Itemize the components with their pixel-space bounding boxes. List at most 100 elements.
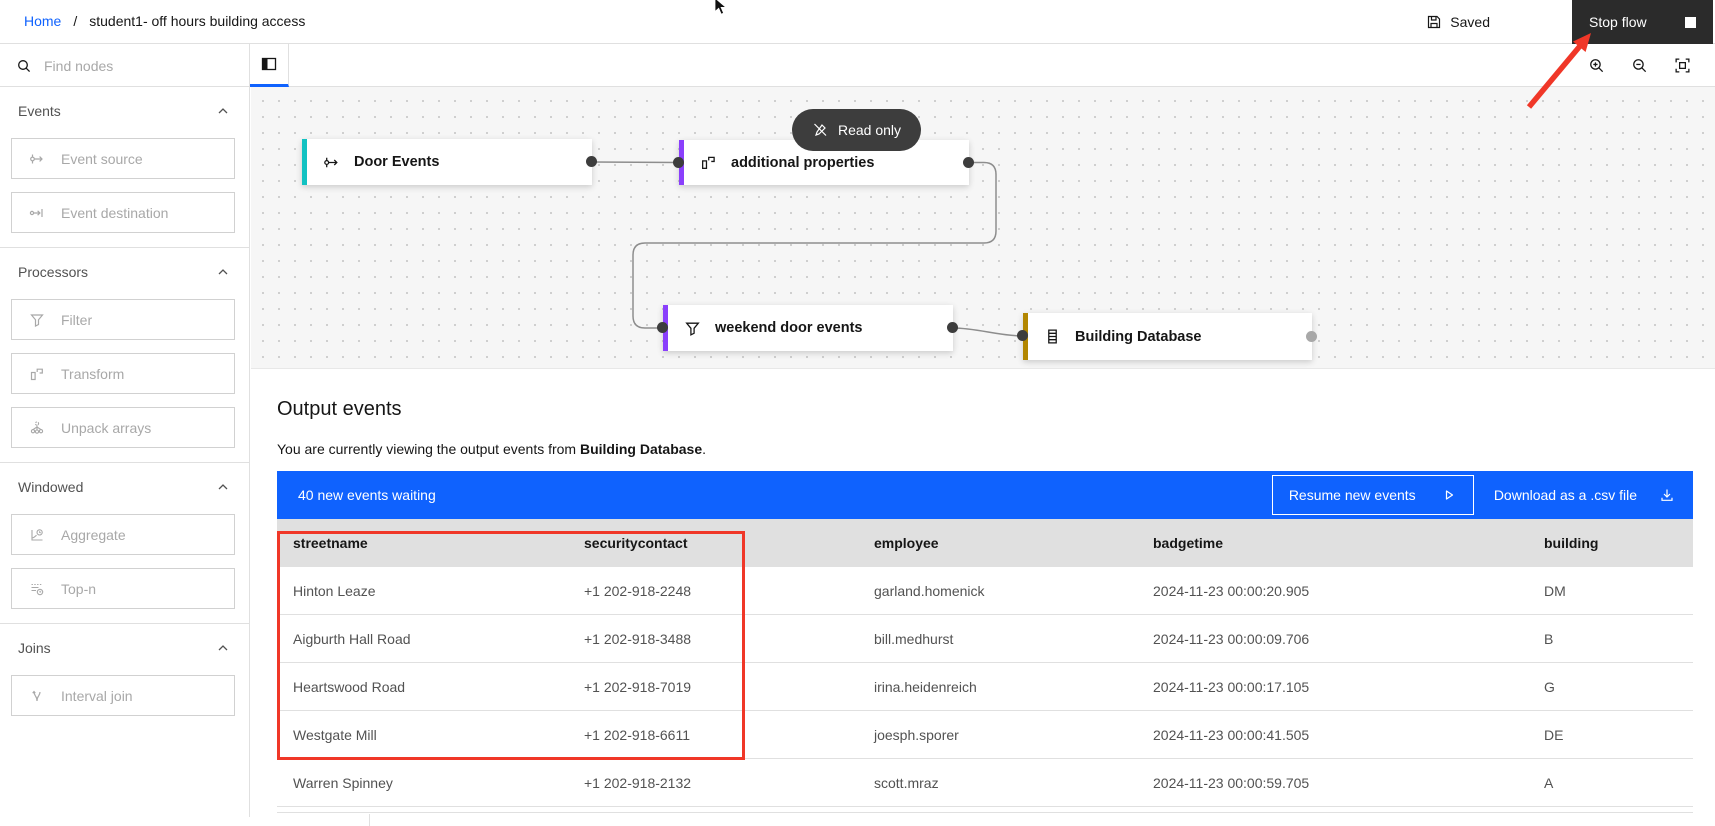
edge-properties-to-filter: [632, 161, 997, 329]
subtitle-prefix: You are currently viewing the output eve…: [277, 441, 580, 457]
zoom-in-icon[interactable]: [1588, 57, 1605, 74]
column-header-securitycontact[interactable]: securitycontact: [584, 535, 688, 551]
table-row: Hinton Leaze +1 202-918-2248 garland.hom…: [277, 567, 1693, 615]
port-building-database-out[interactable]: [1306, 331, 1317, 342]
palette-item-unpack-arrays[interactable]: Unpack arrays: [11, 407, 235, 448]
filter-icon: [29, 312, 45, 328]
palette-item-filter[interactable]: Filter: [11, 299, 235, 340]
stop-flow-button[interactable]: Stop flow: [1572, 0, 1713, 44]
section-label: Joins: [18, 640, 51, 656]
port-door-events-out[interactable]: [586, 156, 597, 167]
table-row: Aigburth Hall Road +1 202-918-3488 bill.…: [277, 615, 1693, 663]
section-header-windowed[interactable]: Windowed: [0, 463, 249, 501]
tab-palette-panel[interactable]: [250, 44, 289, 87]
resume-new-events-button[interactable]: Resume new events: [1271, 475, 1474, 515]
cell-building: DE: [1544, 726, 1564, 743]
cell-securitycontact: +1 202-918-2248: [584, 582, 692, 599]
cell-streetname: Hinton Leaze: [293, 582, 376, 599]
stop-icon: [1685, 16, 1696, 28]
footer-divider: [277, 812, 1693, 813]
chevron-up-icon: [215, 264, 231, 280]
palette-item-event-destination[interactable]: Event destination: [11, 192, 235, 233]
cell-building: A: [1544, 774, 1554, 791]
port-weekend-door-events-out[interactable]: [947, 322, 958, 333]
footer-vertical-divider: [369, 814, 370, 826]
flow-canvas[interactable]: Door Events additional properties Read o…: [251, 87, 1715, 369]
filter-icon: [684, 320, 701, 337]
table-header-row: streetname securitycontact employee badg…: [277, 519, 1693, 567]
section-label: Events: [18, 103, 61, 119]
port-weekend-door-events-in[interactable]: [657, 322, 668, 333]
download-csv-button[interactable]: Download as a .csv file: [1492, 487, 1677, 503]
breadcrumb: Home / student1- off hours building acce…: [24, 13, 305, 29]
node-label: weekend door events: [715, 320, 863, 336]
cell-securitycontact: +1 202-918-2132: [584, 774, 692, 791]
section-header-events[interactable]: Events: [0, 87, 249, 125]
edge-filter-to-database: [952, 327, 1024, 337]
cell-badgetime: 2024-11-23 00:00:20.905: [1153, 582, 1310, 599]
node-label: additional properties: [731, 154, 875, 171]
subtitle-node-name: Building Database: [579, 441, 703, 457]
find-nodes-input[interactable]: [44, 57, 214, 74]
column-header-badgetime[interactable]: badgetime: [1153, 535, 1224, 551]
cell-streetname: Heartswood Road: [293, 678, 406, 695]
read-only-badge: Read only: [792, 109, 922, 151]
aggregate-icon: [29, 527, 45, 543]
canvas-toolbar: [0, 44, 1715, 87]
palette-item-event-source[interactable]: Event source: [11, 138, 235, 179]
port-additional-properties-out[interactable]: [963, 157, 974, 168]
port-additional-properties-in[interactable]: [673, 157, 684, 168]
chevron-up-icon: [215, 479, 231, 495]
node-palette-sidebar: Events Event source Event destination Pr…: [0, 87, 250, 817]
sidebar-divider: [0, 247, 249, 248]
sidebar-divider: [0, 462, 249, 463]
column-header-employee[interactable]: employee: [874, 535, 939, 551]
cell-employee: garland.homenick: [874, 582, 985, 599]
transform-icon: [700, 154, 717, 171]
chevron-up-icon: [215, 640, 231, 656]
column-header-streetname[interactable]: streetname: [293, 535, 368, 551]
cell-securitycontact: +1 202-918-6611: [584, 726, 690, 743]
breadcrumb-home-link[interactable]: Home: [24, 13, 62, 29]
column-header-building[interactable]: building: [1544, 535, 1599, 551]
event-source-icon: [323, 154, 340, 171]
output-events-title: Output events: [277, 398, 402, 420]
search-icon: [16, 58, 32, 74]
palette-item-transform[interactable]: Transform: [11, 353, 235, 394]
zoom-out-icon[interactable]: [1631, 57, 1648, 74]
node-door-events[interactable]: Door Events: [302, 139, 592, 185]
section-header-processors[interactable]: Processors: [0, 248, 249, 286]
edge-door-to-properties: [591, 161, 680, 164]
cell-securitycontact: +1 202-918-3488: [584, 630, 692, 647]
play-icon: [1441, 487, 1457, 503]
node-weekend-door-events[interactable]: weekend door events: [663, 305, 953, 351]
edit-off-icon: [812, 122, 828, 138]
download-icon: [1659, 487, 1675, 503]
unpack-arrays-icon: [29, 420, 45, 436]
side-panel-icon: [261, 56, 277, 72]
save-status-label: Saved: [1450, 14, 1490, 30]
section-header-joins[interactable]: Joins: [0, 624, 249, 662]
node-building-database[interactable]: Building Database: [1023, 313, 1312, 360]
palette-item-label: Filter: [61, 311, 93, 328]
page-title: student1- off hours building access: [89, 13, 306, 29]
cell-badgetime: 2024-11-23 00:00:17.105: [1153, 678, 1310, 695]
edge-layer: [591, 161, 1024, 337]
port-building-database-in[interactable]: [1017, 330, 1028, 341]
palette-item-top-n[interactable]: Top-n: [11, 568, 235, 609]
table-row: Heartswood Road +1 202-918-7019 irina.he…: [277, 663, 1693, 711]
chevron-up-icon: [215, 103, 231, 119]
cell-streetname: Warren Spinney: [293, 774, 393, 791]
table-row: Westgate Mill +1 202-918-6611 joesph.spo…: [277, 711, 1693, 759]
palette-item-label: Transform: [61, 365, 125, 382]
fit-to-screen-icon[interactable]: [1674, 57, 1691, 74]
output-events-table: streetname securitycontact employee badg…: [277, 519, 1693, 826]
event-source-icon: [29, 151, 45, 167]
cell-employee: irina.heidenreich: [874, 678, 977, 695]
palette-item-interval-join[interactable]: Interval join: [11, 675, 235, 716]
palette-item-aggregate[interactable]: Aggregate: [11, 514, 235, 555]
event-destination-icon: [29, 205, 45, 221]
section-label: Windowed: [18, 479, 84, 495]
download-label: Download as a .csv file: [1493, 487, 1637, 503]
new-events-banner: 40 new events waiting Resume new events …: [277, 471, 1693, 519]
